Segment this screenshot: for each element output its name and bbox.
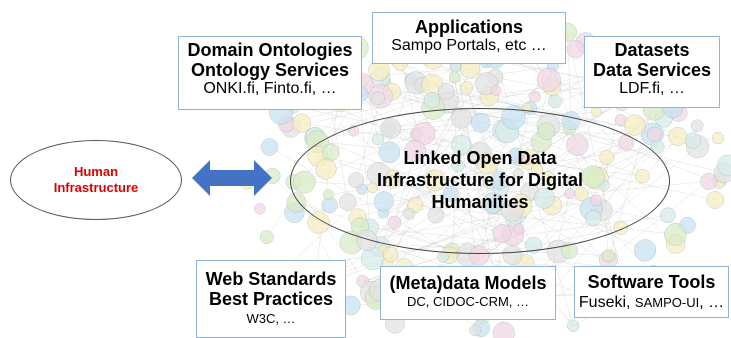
cloud-node [700,173,717,190]
double-arrow-icon [192,160,272,196]
human-line-1: Human [73,164,119,180]
models-detail: DC, CIDOC-CRM, … [406,294,530,310]
cloud-node [528,90,541,103]
cloud-node [647,126,662,142]
applications-title: Applications [414,17,523,37]
cloud-node [624,114,646,136]
center-line-2: Infrastructure for Digital [376,170,584,191]
cloud-node [448,71,461,84]
cloud-node [260,138,279,156]
cloud-node [423,92,441,109]
human-line-2: Infrastructure [53,180,139,195]
web-standards-box: Web Standards Best Practices W3C, … [196,260,346,338]
cloud-node [634,239,657,262]
cloud-node [536,67,561,92]
cloud-node [602,249,616,263]
human-infrastructure-ellipse: Human Infrastructure [10,140,182,220]
datasets-box: Datasets Data Services LDF.fi, … [584,36,720,108]
ontologies-title-1: Domain Ontologies [187,40,353,60]
lod-infrastructure-ellipse: Linked Open Data Infrastructure for Digi… [290,108,670,254]
cloud-node [438,83,455,100]
cloud-node [382,246,399,263]
web-standards-detail: W3C, … [246,311,296,327]
applications-detail: Sampo Portals, etc … [391,37,547,55]
cloud-node [259,230,274,245]
cloud-node [469,324,482,337]
cloud-node [490,84,502,96]
metadata-models-box: (Meta)data Models DC, CIDOC-CRM, … [380,266,556,320]
cloud-node [717,154,731,177]
cloud-node [690,119,704,133]
cloud-node [492,321,515,338]
center-line-1: Linked Open Data [403,148,557,169]
ontologies-title-2: Ontology Services [190,60,350,81]
software-tools-box: Software Tools Fuseki, SAMPO-UI, … [574,266,729,318]
cloud-node [254,203,266,215]
cloud-node [712,132,724,145]
cloud-node [567,319,580,332]
cloud-node [668,127,688,146]
software-detail-fuseki: Fuseki, [578,294,635,312]
applications-box: Applications Sampo Portals, etc … [372,12,566,64]
cloud-node [591,106,602,118]
cloud-node [684,132,702,149]
cloud-node [660,207,676,224]
cloud-node [371,91,385,106]
cloud-link [542,165,729,311]
models-title: (Meta)data Models [389,273,547,293]
cloud-node [437,251,449,263]
cloud-node [706,191,724,209]
cloud-node [292,113,312,133]
ontologies-detail: ONKI.fi, Finto.fi, … [203,80,337,98]
datasets-title-2: Data Services [592,60,712,81]
cloud-node [459,81,473,95]
cloud-node [664,223,687,246]
software-detail-sampo-ui: SAMPO-UI [634,295,700,311]
domain-ontologies-box: Domain Ontologies Ontology Services ONKI… [178,36,362,110]
web-standards-title-2: Best Practices [208,289,334,310]
datasets-title-1: Datasets [614,40,690,60]
cloud-node [548,94,562,109]
software-detail-ellipsis: , … [699,294,725,312]
center-line-3: Humanities [431,191,529,212]
datasets-detail: LDF.fi, … [619,80,685,98]
cloud-node [566,40,585,59]
web-standards-title-1: Web Standards [205,269,337,289]
software-title: Software Tools [587,272,716,292]
